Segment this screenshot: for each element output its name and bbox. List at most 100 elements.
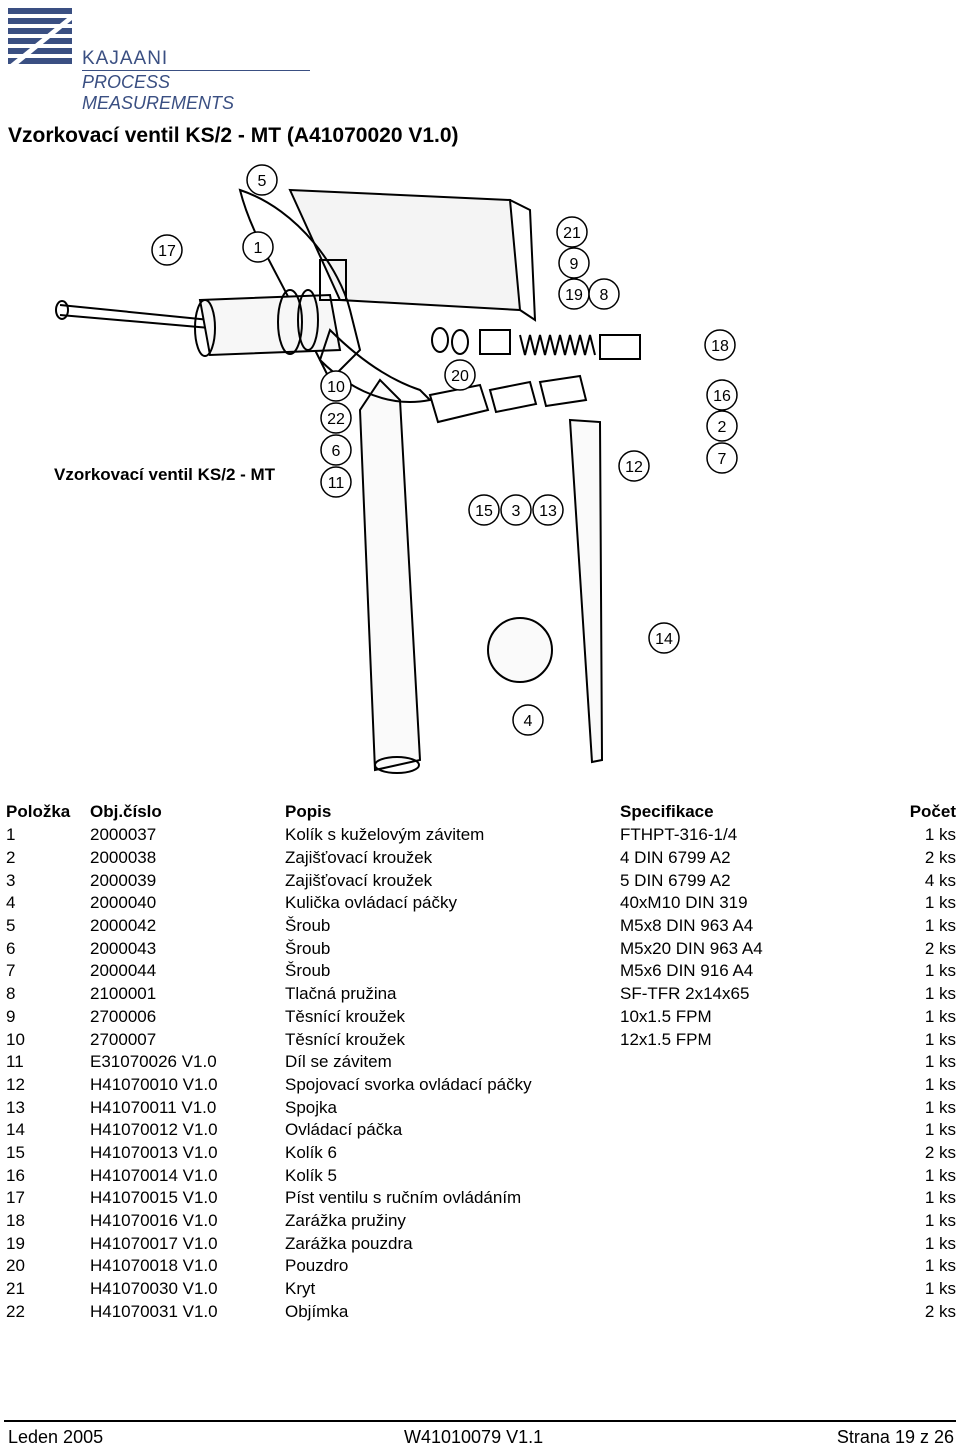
footer-rule	[4, 1420, 956, 1422]
cell-pocet: 1 ks	[924, 825, 956, 845]
table-row: 3 2000039 Zajišťovací kroužek 5 DIN 6799 A2…	[6, 869, 956, 892]
cell-specifikace: M5x20 DIN 963 A4	[620, 938, 763, 958]
callout-22: 22	[327, 411, 345, 428]
callout-21: 21	[563, 225, 581, 242]
parts-table: Položka Obj.číslo Popis Specifikace Poče…	[6, 800, 956, 1323]
cell-popis: Píst ventilu s ručním ovládáním	[285, 1188, 522, 1208]
cell-popis: Pouzdro	[285, 1256, 349, 1276]
callout-4: 4	[524, 713, 533, 730]
cell-pocet: 1 ks	[924, 893, 956, 913]
callout-8: 8	[600, 287, 609, 304]
cell-obj-cislo: 2000039	[90, 870, 157, 890]
cell-polozka: 12	[6, 1074, 25, 1094]
cell-obj-cislo: E31070026 V1.0	[90, 1052, 217, 1072]
callout-12: 12	[625, 459, 643, 476]
cell-pocet: 1 ks	[924, 961, 956, 981]
cell-polozka: 6	[6, 938, 16, 958]
cell-polozka: 11	[6, 1052, 24, 1072]
cell-popis: Spojovací svorka ovládací páčky	[285, 1074, 532, 1094]
cell-obj-cislo: H41070030 V1.0	[90, 1279, 218, 1299]
header-specifikace: Specifikace	[620, 802, 714, 821]
cell-popis: Zarážka pružiny	[285, 1211, 406, 1231]
cell-obj-cislo: H41070013 V1.0	[90, 1142, 218, 1162]
callout-15: 15	[475, 503, 493, 520]
cell-polozka: 19	[6, 1233, 25, 1253]
cell-obj-cislo: 2700007	[90, 1029, 157, 1049]
cell-obj-cislo: H41070018 V1.0	[90, 1256, 218, 1276]
cell-pocet: 2 ks	[924, 938, 956, 958]
cell-polozka: 7	[6, 961, 16, 981]
cell-popis: Kolík 5	[285, 1165, 337, 1185]
logo-line-process: PROCESS MEASUREMENTS	[82, 72, 235, 113]
logo-mark-icon	[8, 6, 74, 72]
cell-polozka: 5	[6, 916, 16, 936]
header-polozka: Položka	[6, 802, 71, 821]
cell-specifikace	[620, 1142, 870, 1165]
cell-popis: Kulička ovládací páčky	[285, 893, 457, 913]
cell-specifikace	[620, 1074, 870, 1097]
cell-specifikace	[620, 1187, 870, 1210]
cell-polozka: 4	[6, 893, 16, 913]
cell-pocet: 1 ks	[924, 1006, 956, 1026]
cell-obj-cislo: 2000038	[90, 848, 157, 868]
callout-9: 9	[570, 256, 579, 273]
cell-pocet: 1 ks	[924, 1233, 956, 1253]
cell-pocet: 2 ks	[924, 1301, 956, 1321]
cell-specifikace: 12x1.5 FPM	[620, 1029, 712, 1049]
callout-10: 10	[327, 379, 345, 396]
callout-2: 2	[718, 419, 727, 436]
cell-obj-cislo: H41070016 V1.0	[90, 1211, 218, 1231]
callout-16: 16	[713, 388, 731, 405]
valve-drawing: 5 17 1 21 9 19 8 18 10 20 22 6 11 16 2 7…	[54, 164, 738, 774]
footer-page-number: Strana 19 z 26	[836, 1427, 954, 1447]
cell-polozka: 22	[6, 1301, 25, 1321]
cell-pocet: 1 ks	[924, 1256, 956, 1276]
callout-17: 17	[158, 243, 176, 260]
cell-polozka: 3	[6, 870, 16, 890]
cell-obj-cislo: H41070011 V1.0	[90, 1097, 217, 1117]
cell-popis: Kolík s kuželovým závitem	[285, 825, 485, 845]
cell-specifikace: M5x8 DIN 963 A4	[620, 916, 754, 936]
cell-polozka: 2	[6, 848, 16, 868]
callout-5: 5	[258, 173, 267, 190]
cell-pocet: 4 ks	[924, 870, 956, 890]
logo-rule	[82, 70, 310, 71]
cell-specifikace	[620, 1232, 870, 1255]
cell-specifikace	[620, 1096, 870, 1119]
cell-polozka: 9	[6, 1006, 16, 1026]
cell-pocet: 1 ks	[924, 1052, 956, 1072]
cell-obj-cislo: H41070031 V1.0	[90, 1301, 218, 1321]
cell-specifikace: M5x6 DIN 916 A4	[620, 961, 754, 981]
cell-pocet: 1 ks	[924, 1279, 956, 1299]
cell-polozka: 1	[6, 825, 16, 845]
callout-7: 7	[718, 451, 727, 468]
cell-pocet: 1 ks	[924, 1029, 956, 1049]
cell-specifikace	[620, 1210, 870, 1233]
cell-obj-cislo: 2000043	[90, 938, 157, 958]
cell-popis: Těsnící kroužek	[285, 1029, 405, 1049]
cell-polozka: 13	[6, 1097, 25, 1117]
cell-popis: Šroub	[285, 938, 331, 958]
footer-doc-id: W41010079 V1.1	[404, 1427, 544, 1447]
cell-pocet: 2 ks	[924, 1142, 956, 1162]
cell-obj-cislo: H41070014 V1.0	[90, 1165, 218, 1185]
table-header-row: Položka Obj.číslo Popis Specifikace Poče…	[6, 800, 956, 824]
exploded-drawing: 5 17 1 21 9 19 8 18 10 20 22 6 11 16 2 7…	[40, 150, 760, 790]
callout-11: 11	[328, 475, 345, 492]
cell-popis: Zajišťovací kroužek	[285, 848, 433, 868]
cell-popis: Zajišťovací kroužek	[285, 870, 433, 890]
callout-18: 18	[711, 338, 729, 355]
cell-specifikace: 5 DIN 6799 A2	[620, 870, 731, 890]
cell-pocet: 1 ks	[924, 1165, 956, 1185]
callout-13: 13	[539, 503, 557, 520]
